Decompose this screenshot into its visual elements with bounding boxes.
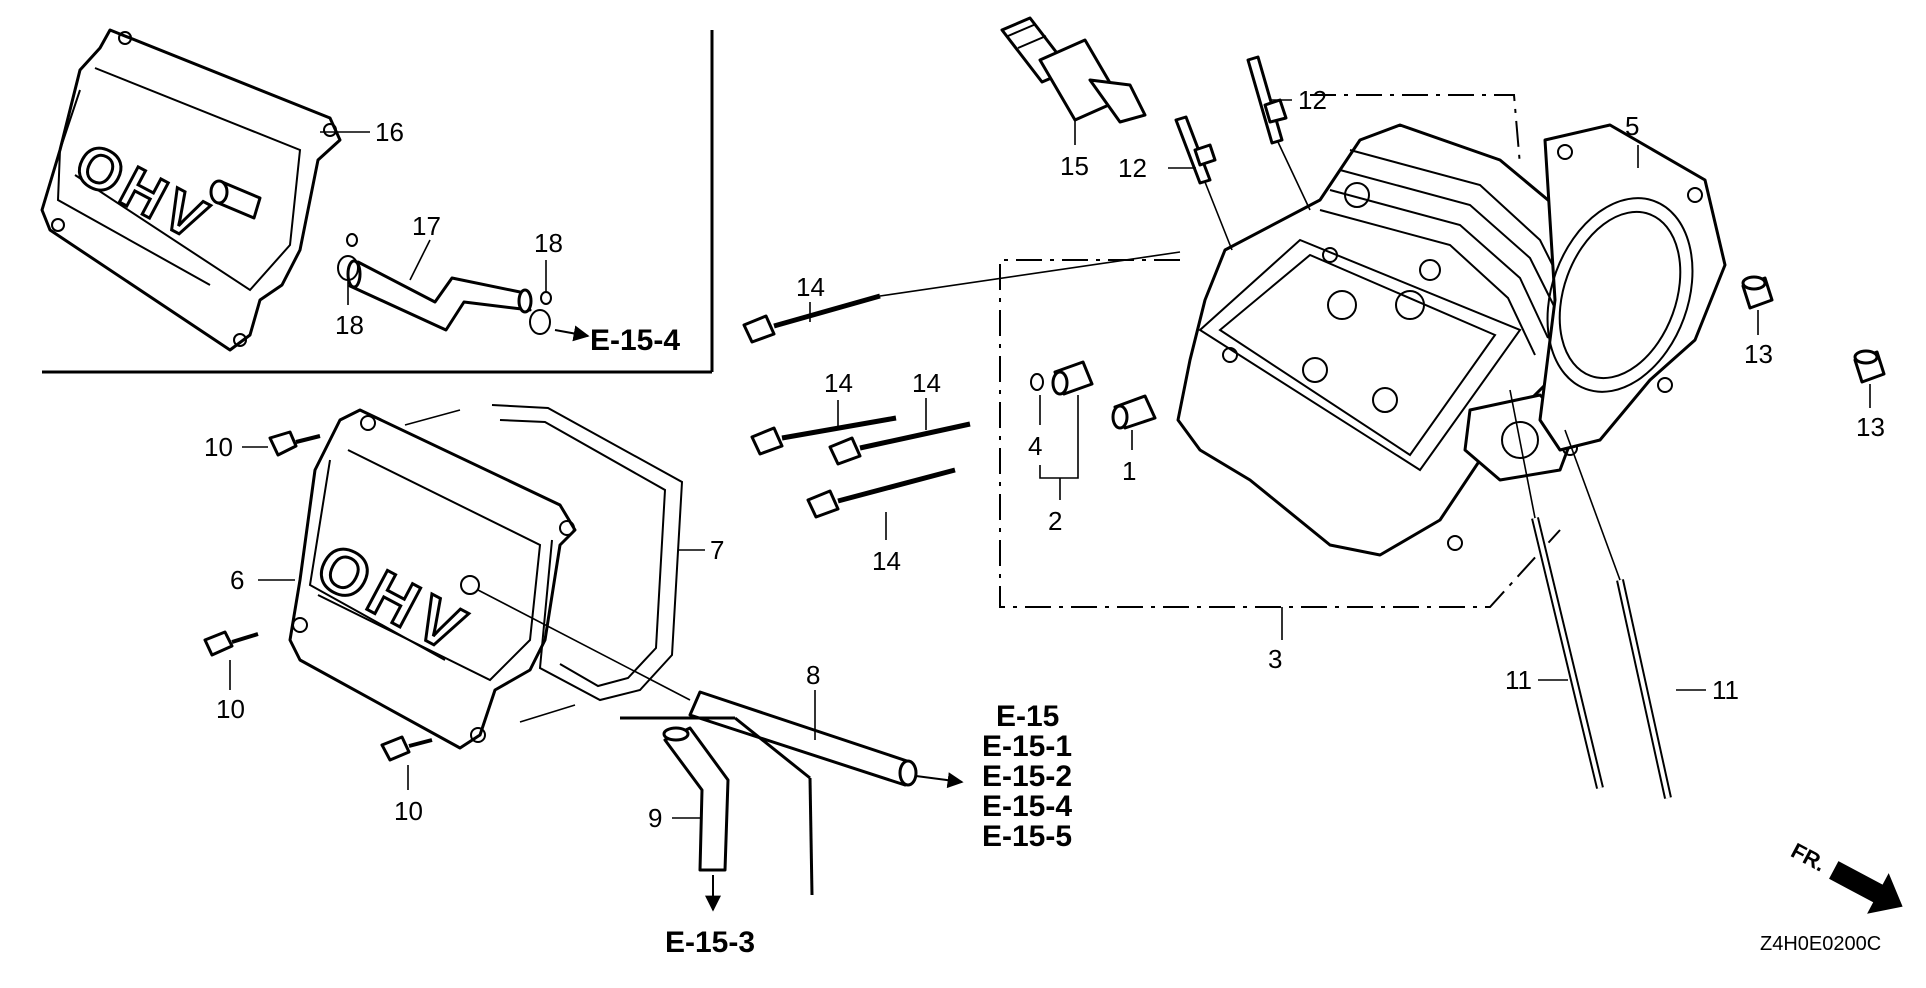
bolt-10-mid [203, 630, 259, 657]
dowel-13-b [1853, 349, 1886, 384]
bolt-14-a [742, 293, 881, 344]
ref-e15-3: E-15-3 [665, 926, 755, 959]
drain-tube [620, 716, 814, 912]
callout-6: 6 [230, 565, 244, 595]
callout-4: 4 [1028, 431, 1042, 461]
bracket-2 [1039, 395, 1079, 479]
callout-12-a: 12 [1118, 153, 1147, 183]
ref-e15: E-15 [996, 700, 1059, 733]
diagram-code: Z4H0E0200C [1760, 933, 1881, 955]
ref-e15-2: E-15-2 [982, 760, 1072, 793]
inset-head-cover: OHV [40, 28, 342, 352]
stud-11-b [1564, 429, 1672, 799]
callout-15: 15 [1060, 151, 1089, 181]
inset-breather-tube [346, 259, 533, 332]
bolt-14-b [750, 415, 897, 456]
stud-12-a [1174, 115, 1217, 185]
stud-11-a [1509, 389, 1604, 789]
stud-12-b [1246, 55, 1288, 145]
callout-13-a: 13 [1744, 339, 1773, 369]
callout-14-d: 14 [872, 546, 901, 576]
inset-frame [42, 30, 714, 374]
front-label: FR. [1787, 838, 1830, 877]
breather-tube [477, 589, 964, 789]
dowel-1 [1111, 394, 1157, 430]
callout-12-b: 12 [1298, 85, 1327, 115]
callout-17: 17 [412, 211, 441, 241]
head-cover: OHV [288, 408, 577, 750]
bolt-10-top [268, 430, 321, 457]
inset-ref-e15-4: E-15-4 [590, 324, 680, 357]
callout-18-left: 18 [335, 310, 364, 340]
head-gasket [1538, 123, 1727, 452]
spark-plug [1000, 16, 1147, 124]
callout-11-a: 11 [1505, 665, 1532, 695]
callout-7: 7 [710, 535, 724, 565]
callout-10-bottom: 10 [394, 796, 423, 826]
head-assembly-bracket [999, 259, 1561, 608]
dowel-13-a [1741, 275, 1774, 310]
front-direction-arrow: FR. [1787, 838, 1903, 914]
callout-14-a: 14 [796, 272, 825, 302]
callout-14-b: 14 [824, 368, 853, 398]
ref-e15-5: E-15-5 [982, 820, 1072, 853]
bolt-14-d [806, 467, 956, 519]
callout-13-b: 13 [1856, 412, 1885, 442]
callout-16: 16 [375, 117, 404, 147]
callout-10-mid: 10 [216, 694, 245, 724]
callout-2: 2 [1048, 506, 1062, 536]
head-cover-gasket [404, 404, 684, 723]
callout-5: 5 [1625, 111, 1639, 141]
ref-e15-1: E-15-1 [982, 730, 1072, 763]
callout-11-b: 11 [1712, 675, 1739, 705]
callout-10-top: 10 [204, 432, 233, 462]
cylinder-head [1176, 123, 1592, 557]
bolt-14-c [828, 421, 971, 466]
callout-8: 8 [806, 660, 820, 690]
callout-18-right: 18 [534, 228, 563, 258]
callout-14-c: 14 [912, 368, 941, 398]
ref-e15-4: E-15-4 [982, 790, 1072, 823]
bolt-10-bottom [380, 735, 433, 762]
collar-4 [1030, 360, 1094, 396]
callout-9: 9 [648, 803, 662, 833]
callout-1: 1 [1122, 456, 1136, 486]
callout-3: 3 [1268, 644, 1282, 674]
head-assembly-bracket-top [1310, 94, 1521, 166]
